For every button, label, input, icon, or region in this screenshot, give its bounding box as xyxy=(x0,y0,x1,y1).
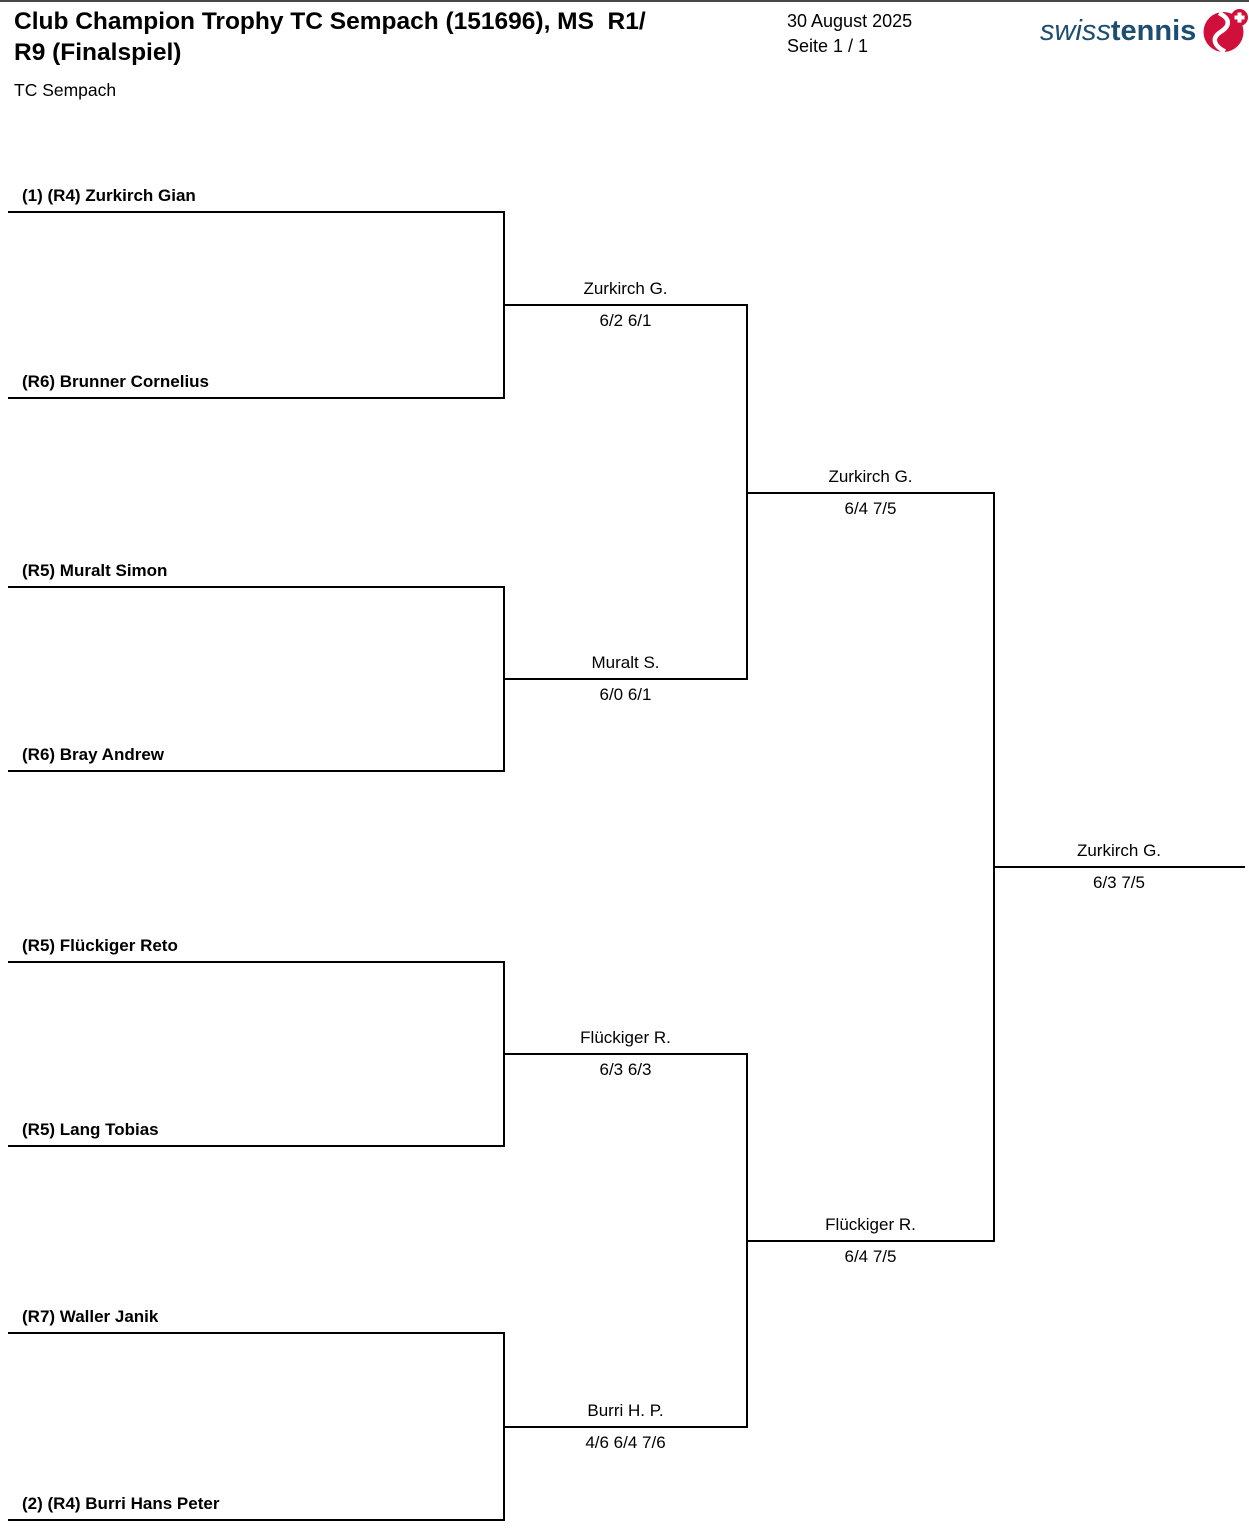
match-winner: Flückiger R. xyxy=(580,1028,671,1047)
logo-swiss-text: swiss xyxy=(1040,14,1111,47)
player-name: (2) (R4) Burri Hans Peter xyxy=(22,1494,220,1513)
player-name: (R6) Brunner Cornelius xyxy=(22,372,210,391)
player-name: (1) (R4) Zurkirch Gian xyxy=(22,186,196,205)
page-top-edge xyxy=(0,0,1249,2)
match-score: 6/0 6/1 xyxy=(599,685,652,704)
connector-line xyxy=(503,304,748,306)
connector-line xyxy=(746,1240,995,1242)
match-winner: Zurkirch G. xyxy=(583,279,668,298)
connector-line xyxy=(8,961,505,963)
match-score: 6/3 6/3 xyxy=(599,1060,652,1079)
connector-line xyxy=(8,1145,505,1147)
connector-line xyxy=(8,1519,505,1521)
date-page-block: 30 August 2025 Seite 1 / 1 xyxy=(787,9,912,59)
match-score: 6/3 7/5 xyxy=(1093,873,1145,892)
logo-tennis-text: tennis xyxy=(1110,14,1197,47)
match-winner: Zurkirch G. xyxy=(1076,841,1162,860)
match-score: 4/6 6/4 7/6 xyxy=(585,1433,666,1452)
connector-line xyxy=(8,397,505,399)
connector-line xyxy=(503,1426,748,1428)
club-name: TC Sempach xyxy=(14,80,117,100)
connector-line xyxy=(8,586,505,588)
connector-line xyxy=(503,678,748,680)
match-score: 6/4 7/5 xyxy=(844,1247,897,1266)
connector-line xyxy=(993,866,1245,868)
player-name: (R7) Waller Janik xyxy=(22,1307,159,1326)
player-name: (R5) Muralt Simon xyxy=(22,561,168,580)
player-name: (R6) Bray Andrew xyxy=(22,745,165,764)
page-title-line1: Club Champion Trophy TC Sempach (151696)… xyxy=(14,8,646,35)
connector-line xyxy=(8,211,505,213)
player-name: (R5) Lang Tobias xyxy=(22,1120,159,1139)
match-winner: Muralt S. xyxy=(591,653,660,672)
swisstennis-ball-icon xyxy=(1203,9,1249,54)
page-title: Club Champion Trophy TC Sempach (151696)… xyxy=(14,6,804,68)
match-winner: Flückiger R. xyxy=(825,1215,916,1234)
page-number: Seite 1 / 1 xyxy=(787,36,869,56)
page-title-line2: R9 (Finalspiel) xyxy=(14,39,182,66)
print-date: 30 August 2025 xyxy=(787,11,913,31)
connector-line xyxy=(503,1053,748,1055)
match-score: 6/2 6/1 xyxy=(599,311,652,330)
player-name: (R5) Flückiger Reto xyxy=(22,936,178,955)
connector-line xyxy=(8,770,505,772)
connector-line xyxy=(746,492,995,494)
connector-line xyxy=(8,1332,505,1334)
match-winner: Zurkirch G. xyxy=(828,467,913,486)
match-score: 6/4 7/5 xyxy=(844,499,897,518)
match-winner: Burri H. P. xyxy=(587,1401,664,1420)
